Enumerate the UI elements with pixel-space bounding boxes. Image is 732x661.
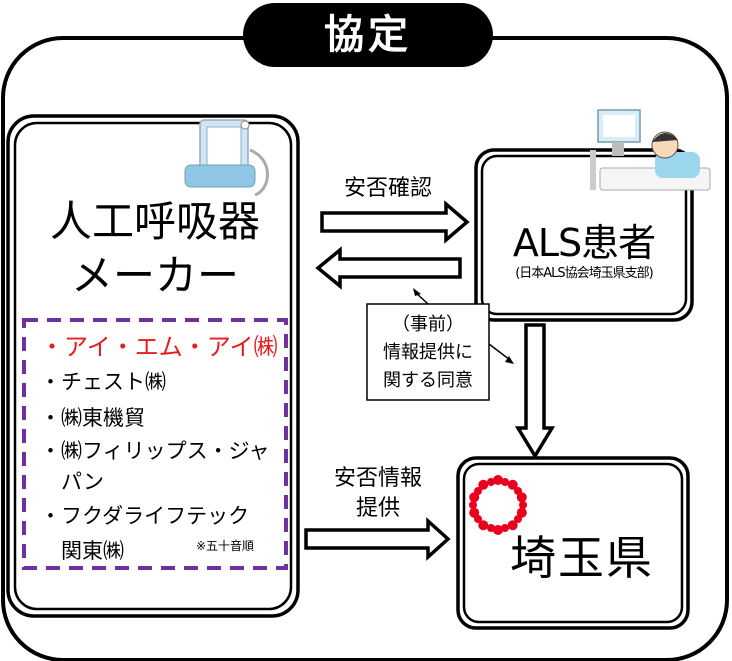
patient-subtitle: (日本ALS協会埼玉県支部) xyxy=(515,266,654,281)
safety-check-arrow xyxy=(320,200,470,244)
safety-info-label-line2: 提供 xyxy=(355,496,400,521)
consent-line3: 関する同意 xyxy=(383,370,473,391)
company-item: 関東㈱ xyxy=(40,539,124,563)
safety-info-label-line1: 安否情報 xyxy=(333,466,422,491)
patient-box xyxy=(474,148,694,322)
company-item: ・チェスト㈱ xyxy=(40,370,166,394)
title-pill xyxy=(243,3,493,67)
maker-box xyxy=(6,114,300,618)
page-title: 協定 xyxy=(324,12,412,58)
consent-arrow xyxy=(514,323,556,460)
safety-info-arrow xyxy=(304,517,451,561)
company-item: ・㈱フィリップス・ジャ xyxy=(40,439,270,463)
company-item: ・アイ・エム・アイ㈱ xyxy=(40,333,278,361)
ventilator-icon xyxy=(184,119,269,197)
company-item: パン xyxy=(40,470,105,494)
callout-pointer-right xyxy=(488,343,511,361)
company-list: ・アイ・エム・アイ㈱ ・チェスト㈱ ・㈱東機貿 ・㈱フィリップス・ジャ パン ・… xyxy=(40,330,285,568)
saitama-emblem-icon xyxy=(469,475,527,535)
prefecture-title: 埼玉県 xyxy=(510,531,654,585)
safety-check-label: 安否確認 xyxy=(343,176,432,201)
maker-heading-line2: メーカー xyxy=(70,251,239,300)
company-item: ・㈱東機貿 xyxy=(40,406,145,430)
consent-line1: （事前） xyxy=(392,314,464,335)
maker-heading-line1: 人工呼吸器 xyxy=(49,197,260,246)
prefecture-box xyxy=(456,456,690,630)
patient-in-bed-icon xyxy=(590,109,711,191)
company-item: ・フクダライフテック xyxy=(40,504,250,528)
patient-title: ALS患者 xyxy=(512,221,656,265)
return-arrow xyxy=(315,246,462,290)
consent-line2: 情報提供に xyxy=(383,342,473,363)
ordering-note: ※五十音順 xyxy=(196,539,255,553)
